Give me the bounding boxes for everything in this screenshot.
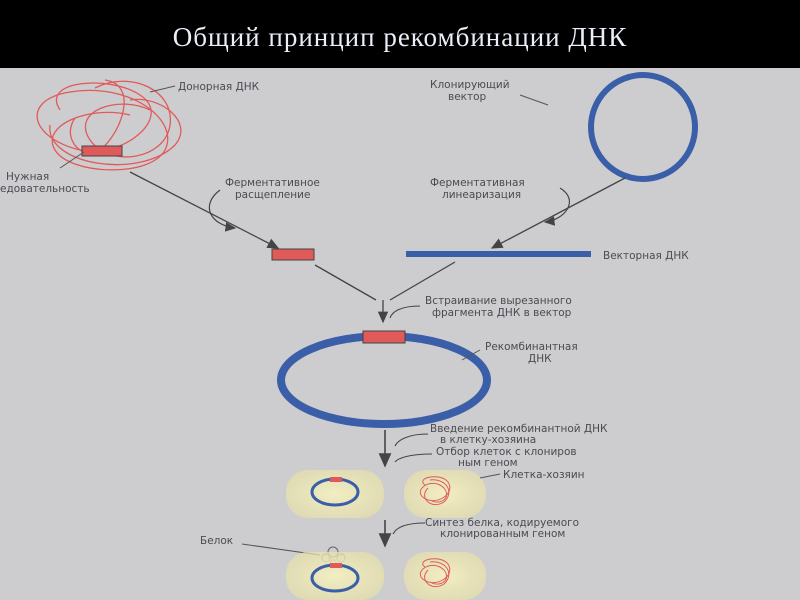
converge-left-line (314, 264, 377, 301)
enzymatic-cleavage-label-2: расщепление (235, 189, 310, 201)
donor-label-pointer (149, 85, 176, 93)
introduction-label-2: в клетку-хозяина (440, 434, 536, 446)
recombinant-dna-label-1: Рекомбинантная (485, 341, 578, 353)
protein-label: Белок (200, 535, 233, 547)
introduction-pointer (394, 433, 429, 447)
cleavage-arrow (129, 171, 280, 249)
needed-seq-pointer (59, 151, 85, 169)
vector-dna-label: Векторная ДНК (603, 250, 689, 262)
insertion-label-1: Встраивание вырезанного (425, 295, 572, 307)
host-cell-right-1 (404, 470, 486, 518)
enzymatic-linearization-label-2: линеаризация (442, 189, 521, 201)
host-plasmid-insert-1 (330, 477, 342, 482)
ligation-pointer (389, 305, 421, 319)
enzymatic-cleavage-label-1: Ферментативное (225, 177, 320, 189)
protein-synthesis-label-1: Синтез белка, кодируемого (425, 517, 579, 529)
insertion-label-2: фрагмента ДНК в вектор (432, 307, 572, 319)
cloning-vector-label-2: вектор (448, 91, 487, 103)
page-title: Общий принцип рекомбинации ДНК (172, 22, 628, 52)
cloning-vector-ring (588, 72, 698, 182)
converge-right-line (389, 261, 456, 301)
host-cell-left-2 (286, 552, 384, 600)
needed-seq-label-1: Нужная (6, 171, 49, 183)
recombinant-dna-ring (277, 332, 491, 428)
donor-target-sequence (81, 145, 123, 157)
host-plasmid-insert-2 (330, 563, 342, 568)
host-chromosome-2 (419, 558, 451, 588)
selection-label-2: ным геном (458, 457, 518, 469)
protein-synthesis-label-2: клонированным геном (440, 528, 565, 540)
synthesis-pointer (392, 522, 426, 535)
linearization-arrow (490, 177, 626, 249)
linear-vector-dna (406, 251, 591, 257)
introduction-label-1: Введение рекомбинантной ДНК (430, 423, 608, 435)
recombinant-pointer (461, 349, 481, 361)
enzymatic-linearization-label-1: Ферментативная (430, 177, 525, 189)
selection-label-1: Отбор клеток с клониров (436, 446, 577, 458)
linearization-curve-arrow (543, 187, 571, 226)
host-cell-left-1 (286, 470, 384, 518)
selection-pointer (394, 453, 433, 463)
cloning-vector-pointer (519, 94, 549, 106)
host-cell-right-2 (404, 552, 486, 600)
recombinant-insert (362, 330, 406, 344)
host-chromosome-1 (419, 476, 451, 506)
host-cell-label: Клетка-хозяин (503, 469, 585, 481)
recombinant-dna-label-2: ДНК (528, 353, 552, 365)
needed-seq-label-2: едовательность (0, 183, 90, 195)
donor-dna-label: Донорная ДНК (178, 81, 260, 93)
host-cell-pointer (479, 473, 501, 479)
excised-fragment (271, 248, 315, 261)
title-bar: Общий принцип рекомбинации ДНК (0, 0, 800, 68)
cleavage-curve-arrow (208, 189, 237, 232)
cloning-vector-label-1: Клонирующий (430, 79, 510, 91)
